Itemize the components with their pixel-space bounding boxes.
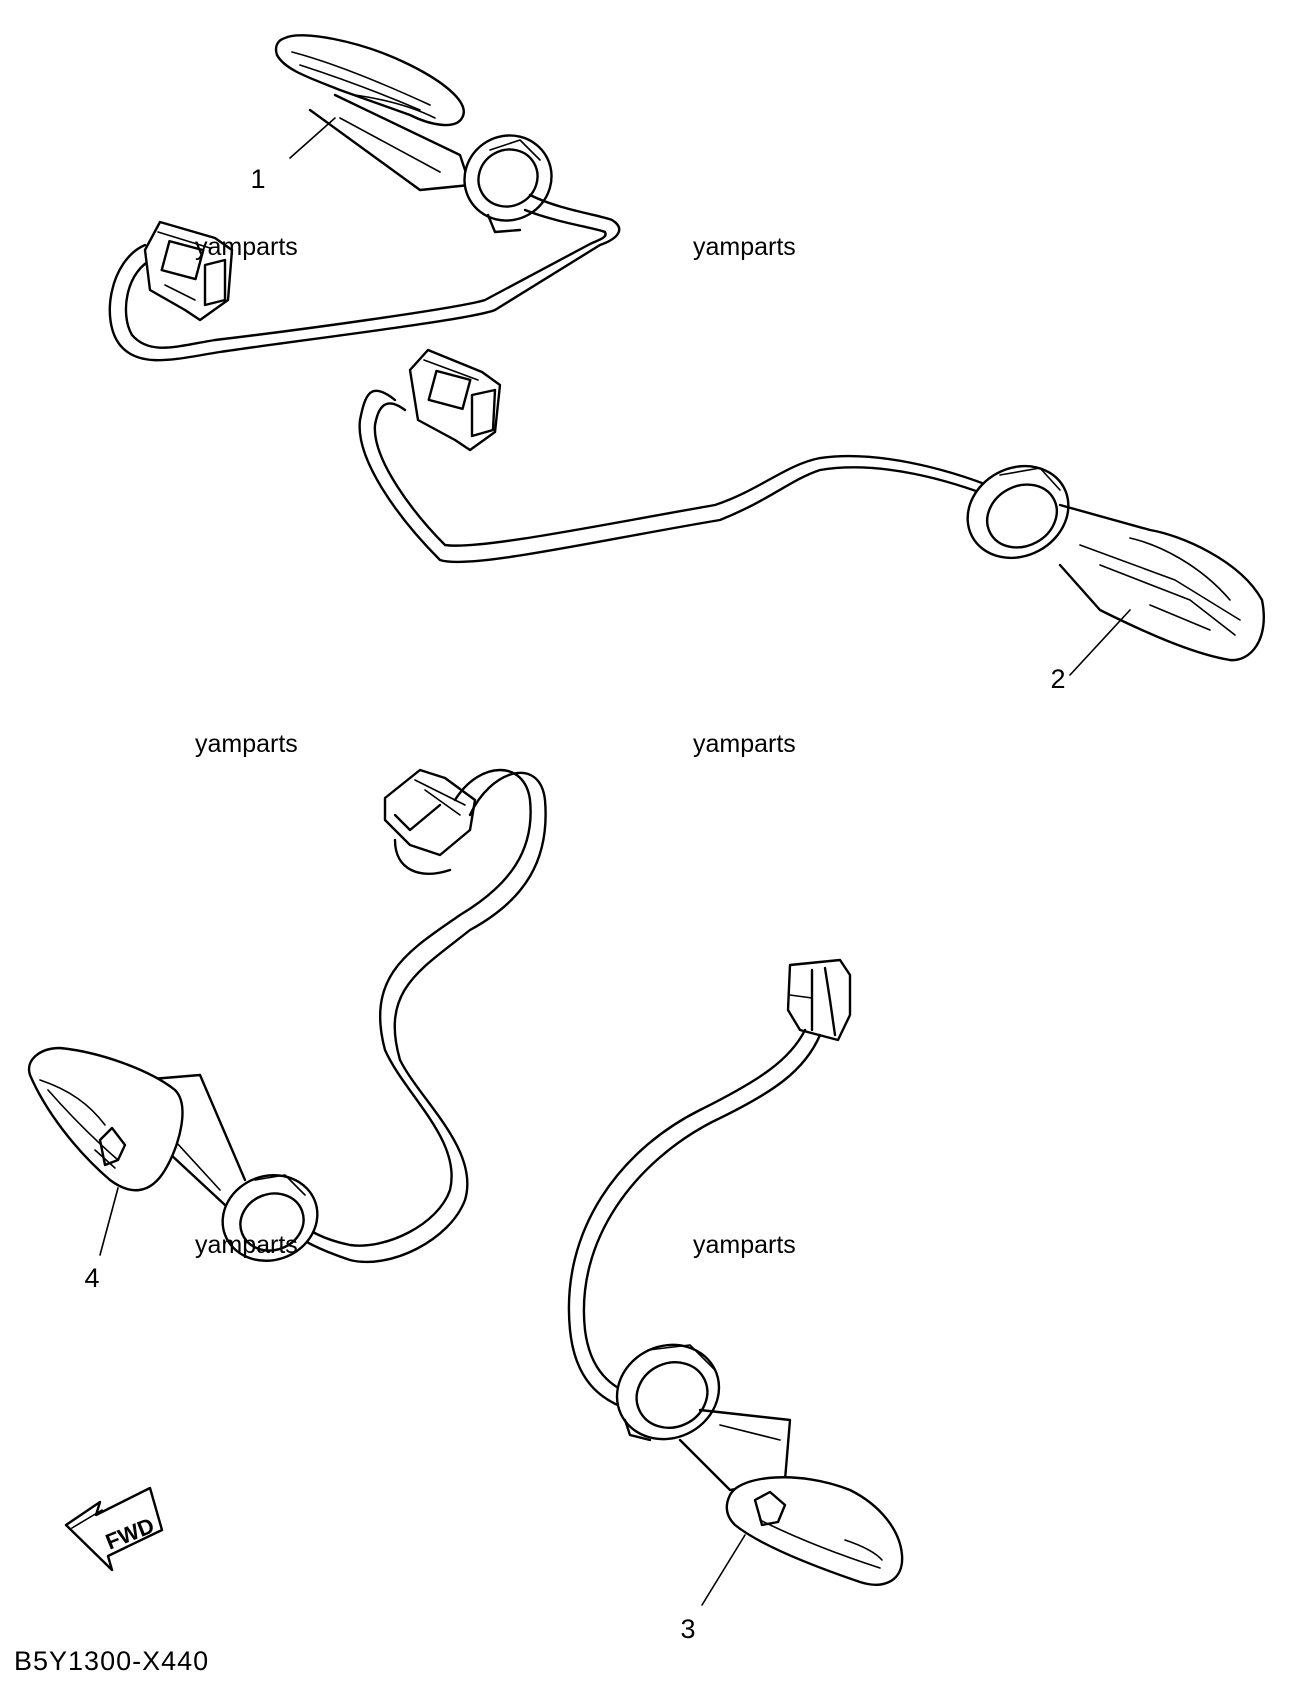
watermark: yamparts — [693, 233, 796, 261]
connector-plug-1[interactable] — [143, 220, 234, 322]
callout-4: 4 — [84, 1263, 99, 1293]
watermark: yamparts — [693, 1231, 796, 1259]
diagram-code: B5Y1300-X440 — [14, 1646, 209, 1676]
connector-plug-2[interactable] — [408, 348, 502, 452]
leader-lines — [99, 117, 1131, 1606]
turn-signal-assembly-2[interactable] — [358, 348, 1265, 662]
callout-3: 3 — [680, 1614, 695, 1644]
callout-2: 2 — [1050, 664, 1065, 694]
watermark: yamparts — [195, 233, 298, 261]
watermark: yamparts — [195, 730, 298, 758]
callout-1: 1 — [250, 164, 265, 194]
turn-signal-assembly-1[interactable] — [108, 34, 621, 362]
watermark: yamparts — [195, 1231, 298, 1259]
connector-plug-4[interactable] — [383, 768, 477, 857]
connector-plug-3[interactable] — [786, 958, 852, 1042]
fwd-arrow-icon: FWD — [64, 1486, 164, 1572]
turn-signal-assembly-4[interactable] — [27, 768, 547, 1274]
turn-signal-assembly-3[interactable] — [567, 958, 904, 1586]
watermark: yamparts — [693, 730, 796, 758]
